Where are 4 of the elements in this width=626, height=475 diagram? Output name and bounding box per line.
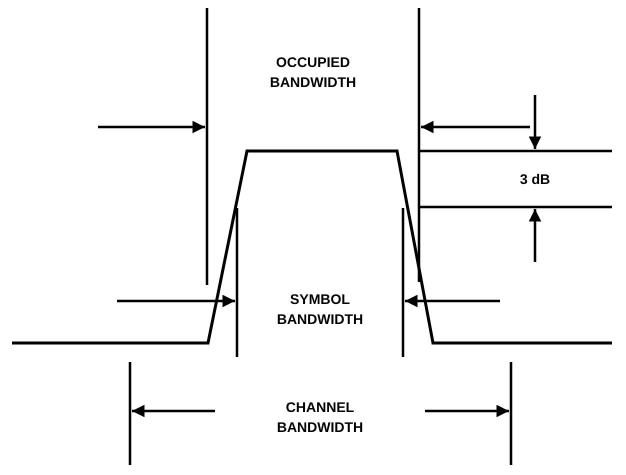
bandwidth-label: OCCUPIED BANDWIDTH xyxy=(268,53,358,92)
bandwidth-label: CHANNEL BANDWIDTH xyxy=(276,398,364,437)
level-label: 3 dB xyxy=(520,170,550,189)
bandwidth-label: SYMBOL BANDWIDTH xyxy=(276,290,364,329)
